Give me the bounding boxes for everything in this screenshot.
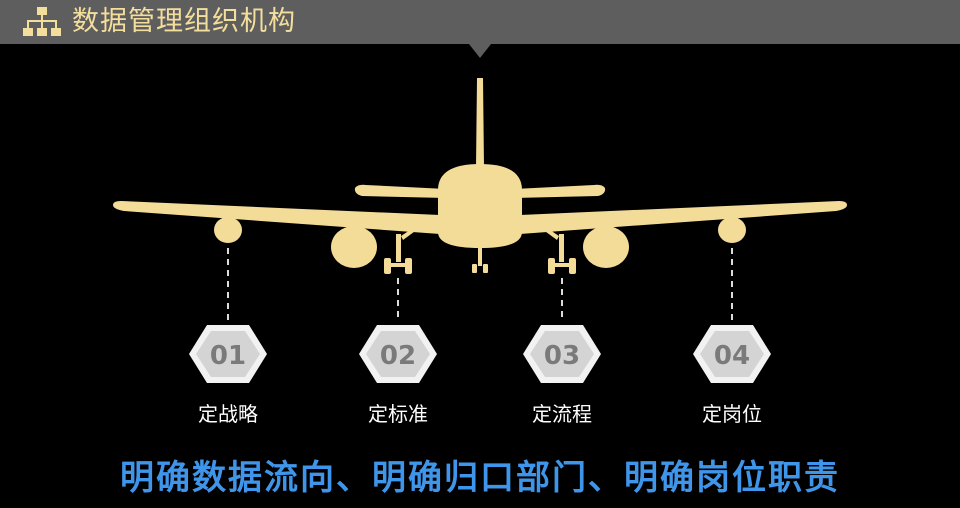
header-notch (469, 44, 491, 58)
step-number: 02 (380, 341, 416, 371)
page-title: 数据管理组织机构 (72, 6, 296, 37)
step-number: 03 (544, 341, 580, 371)
step-label: 定流程 (532, 402, 592, 426)
step-label: 定战略 (198, 402, 258, 426)
step-badge-1: 01 (189, 325, 267, 383)
step-badge-3: 03 (523, 325, 601, 383)
step-label: 定标准 (368, 402, 428, 426)
step-badge-4: 04 (693, 325, 771, 383)
step-badge-2: 02 (359, 325, 437, 383)
org-chart-icon (23, 7, 61, 36)
step-label: 定岗位 (702, 402, 762, 426)
tagline: 明确数据流向、明确归口部门、明确岗位职责 (120, 458, 840, 498)
header-bar: 数据管理组织机构 (0, 0, 960, 44)
step-number: 04 (714, 341, 750, 371)
step-number: 01 (210, 341, 246, 371)
